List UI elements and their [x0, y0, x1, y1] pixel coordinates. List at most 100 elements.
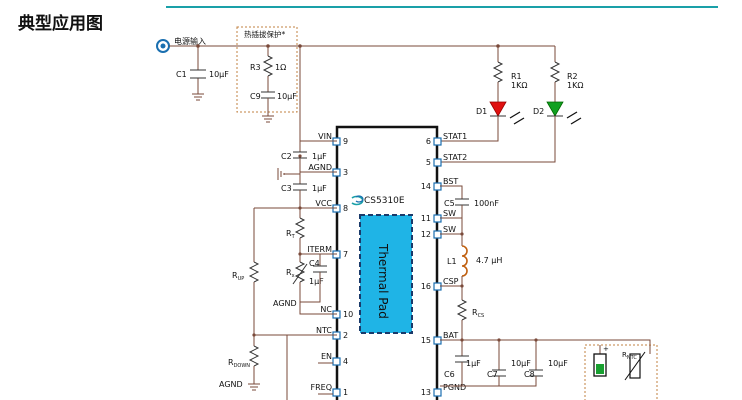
- pin-name: ITERM: [307, 245, 332, 254]
- chip-name: CS5310E: [364, 196, 405, 206]
- ground-symbol-1: [277, 168, 285, 180]
- header-divider: [166, 6, 718, 8]
- pin-number: 13: [421, 388, 431, 397]
- stat2-wire: [440, 116, 556, 163]
- pin-number: 7: [343, 250, 348, 259]
- pin-name: EN: [321, 352, 332, 361]
- nc-wire: [299, 302, 337, 315]
- resistor-rdown: [248, 345, 260, 367]
- c9-ref: C9: [250, 92, 261, 101]
- hot-plug-protection-box: [236, 26, 298, 113]
- c7-ref: C7: [487, 370, 498, 379]
- r2-ref: R2: [567, 72, 578, 81]
- pin-name: SW: [443, 225, 456, 234]
- pin-number: 10: [343, 310, 353, 319]
- led-d2-green: [546, 101, 582, 125]
- r3-ref: R3: [250, 63, 261, 72]
- resistor-rcs: [456, 299, 468, 321]
- c1-ref: C1: [176, 70, 187, 79]
- r1-value: 1KΩ: [511, 81, 527, 90]
- capacitor-c1: [190, 46, 206, 101]
- led-d1-red: [489, 101, 525, 125]
- stat1-wire: [440, 116, 499, 142]
- chip-logo-icon: [351, 195, 364, 206]
- thermistor-rntc: [624, 351, 646, 381]
- pin-number: 6: [426, 137, 431, 146]
- pin-number: 1: [343, 388, 348, 397]
- c5-value: 100nF: [474, 199, 499, 208]
- pin-number: 5: [426, 158, 431, 167]
- d2-ref: D2: [533, 107, 544, 116]
- resistor-rx: [292, 261, 308, 285]
- pin-name: NTC: [316, 326, 332, 335]
- agnd-label-1: AGND: [273, 299, 297, 308]
- c8-ref: C8: [524, 370, 535, 379]
- rdown-ref: RDOWN: [228, 358, 250, 369]
- pin-number: 12: [421, 230, 431, 239]
- hot-plug-label: 热插拔保护*: [244, 29, 285, 39]
- resistor-r3: [262, 46, 274, 92]
- vin-wire: [299, 46, 337, 142]
- c4-value: 1μF: [309, 277, 324, 286]
- pin-number: 16: [421, 282, 431, 291]
- pin-name: BAT: [443, 331, 458, 340]
- pin-number: 15: [421, 336, 431, 345]
- pin-number: 11: [421, 214, 431, 223]
- pin-name: VCC: [315, 199, 332, 208]
- c3-value: 1μF: [312, 184, 327, 193]
- c9-value: 10μF: [277, 92, 297, 101]
- c7-value: 10μF: [511, 359, 531, 368]
- power-input-label: 电源输入: [174, 36, 206, 46]
- c6-value: 1μF: [466, 359, 481, 368]
- right-pin-stat2-5: STAT2 5: [426, 153, 467, 167]
- pin-number: 8: [343, 204, 348, 213]
- pin-name: PGND: [443, 383, 466, 392]
- c3-ref: C3: [281, 184, 292, 193]
- r3-value: 1Ω: [275, 63, 286, 72]
- inductor-l1: [461, 245, 468, 277]
- rx-ref: Rx: [286, 268, 295, 279]
- rntc-ref: RNTC: [622, 351, 637, 361]
- pin-name: FREQ: [310, 383, 332, 392]
- c4-ref: C4: [309, 259, 320, 268]
- capacitor-c5: [455, 198, 469, 206]
- c2-value: 1μF: [312, 152, 327, 161]
- pin-number: 3: [343, 168, 348, 177]
- resistor-rt: [294, 217, 306, 239]
- battery-plus: +: [603, 345, 609, 353]
- pin-name: SW: [443, 209, 456, 218]
- pgnd-wire: [440, 362, 537, 387]
- bat-rail: [462, 339, 651, 345]
- c1-value: 10μF: [209, 70, 229, 79]
- c6-ref: C6: [444, 370, 455, 379]
- pin-name: CSP: [443, 277, 459, 286]
- battery-icon: [593, 353, 607, 377]
- r1-ref: R1: [511, 72, 522, 81]
- rup-ref: RUP: [232, 271, 244, 282]
- sw-wire: [440, 205, 463, 235]
- power-input-terminal: [156, 39, 170, 53]
- resistor-r2: [549, 61, 561, 83]
- capacitor-c3: [293, 183, 307, 191]
- c2-ref: C2: [281, 152, 292, 161]
- pin-number: 2: [343, 331, 348, 340]
- thermal-pad-label: Thermal Pad: [376, 243, 390, 319]
- l1-ref: L1: [447, 257, 457, 266]
- pin-number: 4: [343, 357, 348, 366]
- pin-name: AGND: [308, 163, 332, 172]
- pin-name: BST: [443, 177, 458, 186]
- pin-name: STAT1: [443, 132, 467, 141]
- right-pin-pgnd-13: PGND 13: [421, 383, 466, 397]
- l1-value: 4.7 μH: [476, 256, 502, 265]
- right-pin-stat1-6: STAT1 6: [426, 132, 467, 146]
- pin-number: 14: [421, 182, 431, 191]
- rt-ref: RT: [286, 229, 296, 240]
- battery-pack-box: [584, 344, 658, 400]
- agnd-label-2: AGND: [219, 380, 243, 389]
- pin-name: STAT2: [443, 153, 467, 162]
- resistor-rup: [248, 261, 260, 283]
- left-pin-en: EN 4: [321, 352, 348, 366]
- thermal-pad: [359, 214, 413, 334]
- pin-number: 9: [343, 137, 348, 146]
